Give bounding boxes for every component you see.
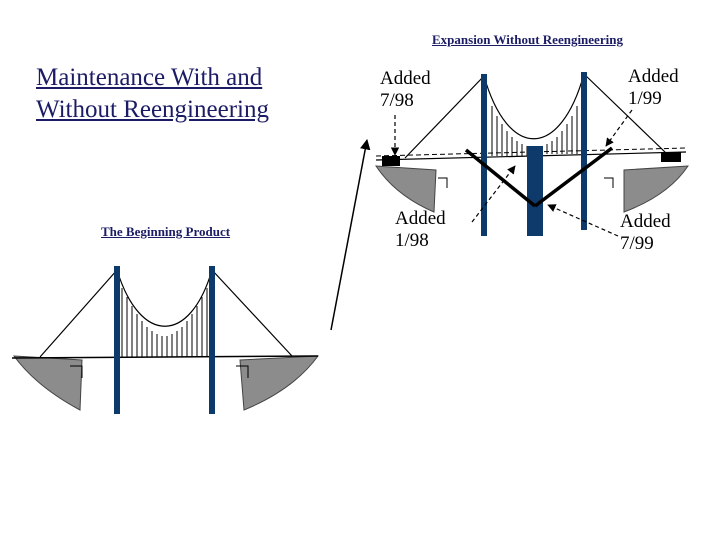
annotation-added-7-98: Added 7/98 [380,68,431,112]
annotation-word: Added [620,211,671,232]
annotation-word: Added [380,68,431,89]
tower-right [581,72,587,230]
added-center-pier [527,146,543,236]
tower-right [209,266,215,414]
expansion-caption: Expansion Without Reengineering [432,32,623,47]
added-strut-right [533,146,614,208]
annotation-date: 1/99 [628,88,662,109]
left-bank [12,355,83,411]
transition-arrow [330,138,371,331]
deck [11,355,319,359]
annotation-date: 7/99 [620,233,654,254]
back-stay-right [583,73,667,154]
right-bank [239,355,320,411]
hangers [121,288,208,357]
pointer-1-99 [605,109,633,147]
main-cable [483,73,585,140]
annotation-word: Added [628,66,679,87]
expansion-bridge [375,72,689,236]
pointer-7-99 [547,204,619,237]
left-bank [375,165,437,213]
slide-title-line1: Maintenance With and [36,64,263,91]
slide-title: Maintenance With and Without Reengineeri… [36,62,326,126]
annotation-added-1-99: Added 1/99 [628,66,679,110]
annotation-date: 1/98 [395,230,429,251]
main-cable [116,269,213,327]
end-block-right [661,152,681,162]
back-stay-left [404,75,485,159]
annotation-pointers [390,109,633,237]
end-block-left [382,156,400,166]
back-stay-left [39,269,118,358]
slide-title-line2: Without Reengineering [36,96,269,123]
added-strut-left [464,148,537,208]
annotation-added-1-98: Added 1/98 [395,208,446,252]
back-stay-right [211,269,293,357]
tower-left [114,266,120,414]
right-bank [623,165,689,213]
annotation-added-7-99: Added 7/99 [620,211,671,255]
beginning-product-bridge [11,266,320,414]
annotation-word: Added [395,208,446,229]
tower-left [481,74,487,236]
annotation-date: 7/98 [380,90,414,111]
beginning-product-caption: The Beginning Product [101,224,231,239]
pointer-1-98 [471,165,516,223]
